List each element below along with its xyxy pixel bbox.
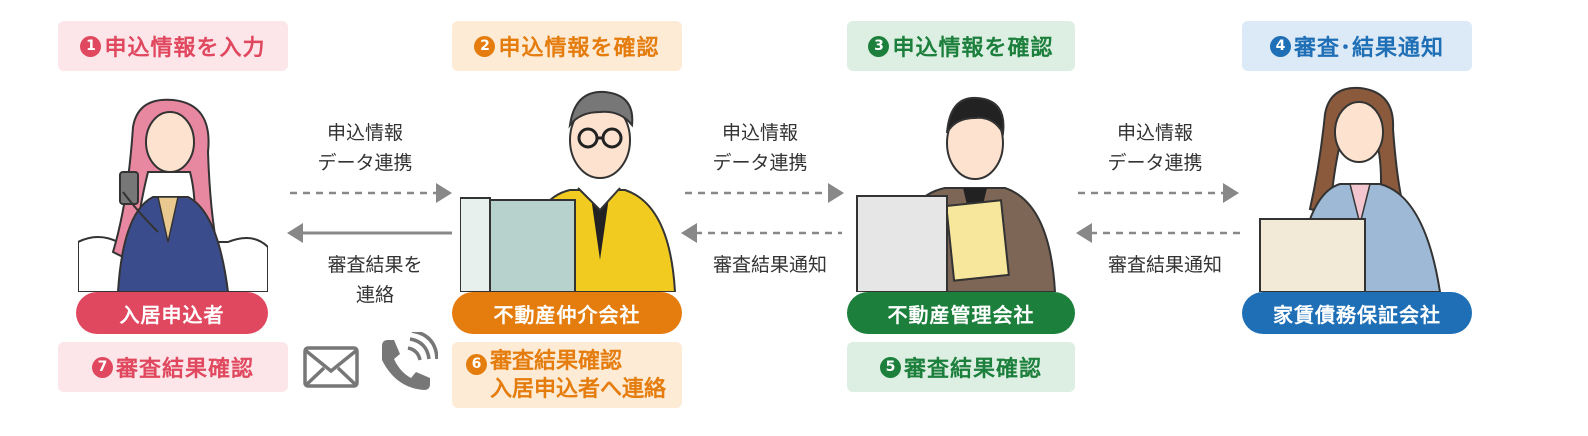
mail-icon [303,346,359,388]
step-5-number: 5 [879,356,901,378]
step-3-number: 3 [868,35,890,57]
role-agency: 不動産仲介会社 [452,292,682,334]
step-1-text: 申込情報を入力 [104,36,266,61]
step-6-text-1: 審査結果確認 [490,349,623,374]
step-7-number: 7 [91,356,113,378]
arrow-1-label-line1: 申込情報 [326,122,403,144]
applicant-illustration [78,98,268,292]
return-label-1-line2: 連絡 [355,284,394,306]
arrow-2-label-line1: 申込情報 [721,122,798,144]
manager-illustration [856,96,1057,292]
role-guarantor: 家賃債務保証会社 [1242,292,1472,334]
step-3-label: 3 申込情報を確認 [847,21,1075,71]
arrow-2-label: 申込情報 データ連携 [685,118,835,178]
step-1-label: 1 申込情報を入力 [58,21,288,71]
arrow-3-label: 申込情報 データ連携 [1080,118,1230,178]
return-label-1-line1: 審査結果を [327,254,423,276]
arrow-3-label-line1: 申込情報 [1116,122,1193,144]
step-7-text: 審査結果確認 [115,357,254,382]
agency-illustration [460,90,677,292]
role-applicant: 入居申込者 [76,292,268,334]
phone-icon [382,332,438,390]
step-4-text: 審査･結果通知 [1293,36,1444,61]
return-label-3: 審査結果通知 [1107,254,1222,276]
step-2-label: 2 申込情報を確認 [452,21,682,71]
guarantor-illustration [1259,86,1442,292]
return-label-2: 審査結果通知 [712,254,827,276]
step-2-text: 申込情報を確認 [498,36,660,61]
step-6-line2: 入居申込者へ連絡 [490,377,667,402]
arrow-3-label-line2: データ連携 [1107,152,1203,174]
step-5-label: 5 審査結果確認 [847,342,1075,392]
role-manager: 不動産管理会社 [847,292,1075,334]
step-3-text: 申込情報を確認 [892,36,1054,61]
step-1-number: 1 [80,35,102,57]
step-4-number: 4 [1269,35,1291,57]
step-2-number: 2 [474,35,496,57]
arrow-1-label-line2: データ連携 [317,152,413,174]
arrow-1-label: 申込情報 データ連携 [290,118,440,178]
step-6-number: 6 [466,353,487,375]
arrow-2-label-line2: データ連携 [712,152,808,174]
step-7-label: 7 審査結果確認 [58,342,288,392]
step-4-label: 4 審査･結果通知 [1242,21,1472,71]
return-label-1: 審査結果を 連絡 [300,250,450,310]
step-5-text: 審査結果確認 [903,357,1042,382]
